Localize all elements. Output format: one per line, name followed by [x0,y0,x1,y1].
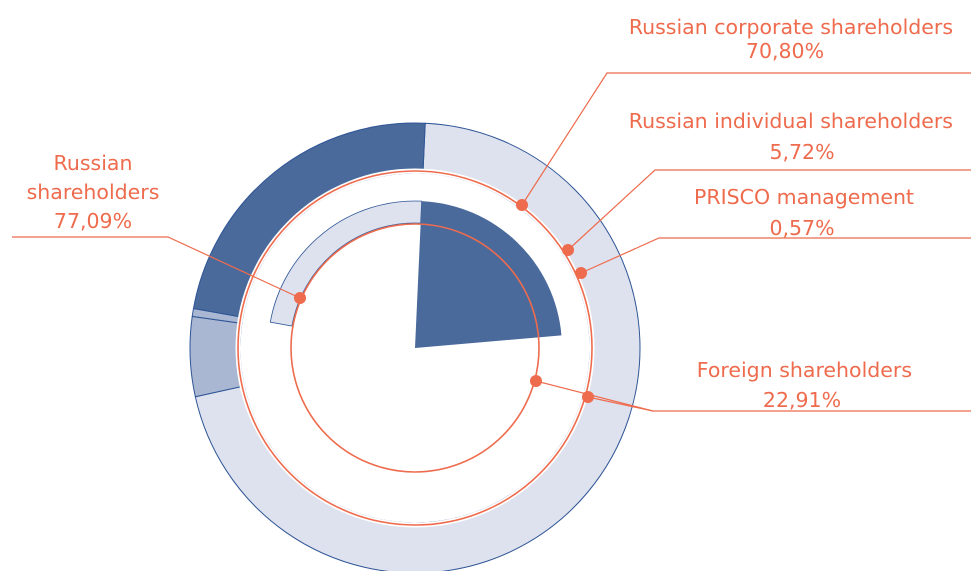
value-prisco: 0,57% [769,216,834,240]
marker-dots [294,199,594,403]
value-corporate: 70,80% [746,39,824,63]
marker-prisco [575,267,587,279]
label-russian-line2: shareholders [27,180,160,204]
value-individual: 5,72% [769,140,834,164]
chart-labels: Russian corporate shareholders 70,80% Ru… [27,15,953,412]
chart-segments [189,122,641,571]
marker-russian [294,292,306,304]
inner-ring-guide [290,223,540,473]
slice-russian-inner [269,200,423,327]
outer-ring-guide [237,170,593,526]
leader-russian [12,236,301,299]
leader-corporate [521,72,971,206]
marker-corporate [516,199,528,211]
slice-foreign-inner [415,201,562,348]
marker-individual [562,244,574,256]
value-foreign: 22,91% [763,388,841,412]
value-russian: 77,09% [54,209,132,233]
leader-prisco [580,237,971,274]
label-russian-line1: Russian [54,151,133,175]
label-foreign: Foreign shareholders [697,358,912,382]
leader-foreign [587,396,654,412]
label-individual: Russian individual shareholders [629,109,953,133]
marker-foreign-inner [530,375,542,387]
label-prisco: PRISCO management [694,185,914,209]
leader-lines [12,72,971,412]
marker-foreign-outer [582,391,594,403]
chart-guides [235,168,595,528]
label-corporate: Russian corporate shareholders [629,15,953,39]
leader-individual [567,169,971,251]
